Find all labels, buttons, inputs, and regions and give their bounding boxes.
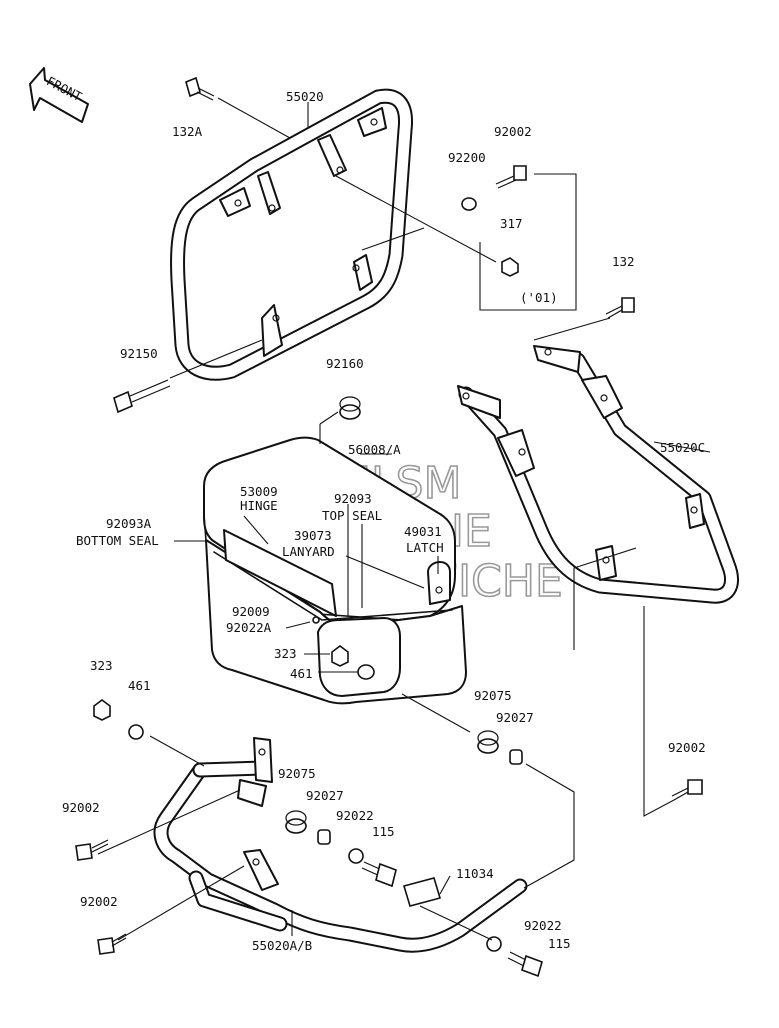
bolt-115-mid-icon [361,861,397,888]
washer-461-mid-icon [357,664,375,680]
grommet-92160-icon [339,396,361,420]
label-55020: 55020 [286,89,324,104]
label-92009: 92009 [232,604,270,619]
leader-lines [97,97,711,941]
label-92075-left: 92075 [278,766,316,781]
washer-92022-mid-icon [348,848,364,864]
collar-92027-left-icon [317,829,331,845]
bracket-11034-icon [402,877,442,907]
nut-323-mid-icon [331,645,349,667]
label-92002-top: 92002 [494,124,532,139]
bolt-132A-icon [185,76,215,101]
label-01: ('01) [520,290,558,305]
label-323-mid: 323 [274,646,297,661]
label-92027-left: 92027 [306,788,344,803]
label-115-mid: 115 [372,824,395,839]
label-461-mid: 461 [290,666,313,681]
bolt-92002-left2-icon [97,933,127,955]
label-92093A-desc: BOTTOM SEAL [76,533,159,548]
label-49031-desc: LATCH [406,540,444,555]
nut-317-icon [501,257,519,277]
collar-92027-right-icon [509,749,523,765]
screw-92009-icon [312,616,320,624]
washer-92200-icon [461,197,477,211]
label-115-low: 115 [548,936,571,951]
label-53009: 53009 [240,484,278,499]
bolt-132-icon [605,297,635,319]
right-frame-55020C [457,345,739,604]
bolt-92002-right-icon [671,779,703,801]
label-92027-right: 92027 [496,710,534,725]
label-317: 317 [500,216,523,231]
washer-461-left-icon [128,724,144,740]
upper-frame-55020 [170,88,414,381]
label-92200: 92200 [448,150,486,165]
label-461-left: 461 [128,678,151,693]
washer-92022-low-icon [486,936,502,952]
bolt-115-low-icon [507,951,543,978]
label-39073-desc: LANYARD [282,544,335,559]
label-53009-desc: HINGE [240,498,278,513]
label-92002-left2: 92002 [80,894,118,909]
label-92022-mid: 92022 [336,808,374,823]
label-323-left: 323 [90,658,113,673]
bolt-92002-left1-icon [75,839,109,861]
label-92002-left1: 92002 [62,800,100,815]
hardware [75,76,703,978]
label-92093A: 92093A [106,516,152,531]
label-55020AB: 55020A/B [252,938,312,953]
label-92160: 92160 [326,356,364,371]
bolt-92002-top-icon [495,165,527,189]
label-56008: 56008/A [348,442,401,457]
label-92150: 92150 [120,346,158,361]
label-92022A: 92022A [226,620,272,635]
label-11034: 11034 [456,866,494,881]
label-132A: 132A [172,124,203,139]
part-labels: 132A 55020 92002 92200 317 ('01) 132 921… [62,89,706,953]
label-92075-right: 92075 [474,688,512,703]
bolt-92150-icon [113,379,171,414]
label-39073: 39073 [294,528,332,543]
label-92093-desc: TOP SEAL [322,508,382,523]
label-92022-low: 92022 [524,918,562,933]
label-132: 132 [612,254,635,269]
front-arrow-icon: FRONT [29,67,89,123]
label-92093: 92093 [334,491,372,506]
label-55020C: 55020C [660,440,705,455]
grommet-92075-right-icon [477,730,499,754]
saddlebag-case [203,436,467,705]
grommet-92075-left-icon [285,810,307,834]
lower-frame-55020AB [153,737,528,953]
label-49031: 49031 [404,524,442,539]
label-92002-right: 92002 [668,740,706,755]
nut-323-left-icon [93,699,111,721]
